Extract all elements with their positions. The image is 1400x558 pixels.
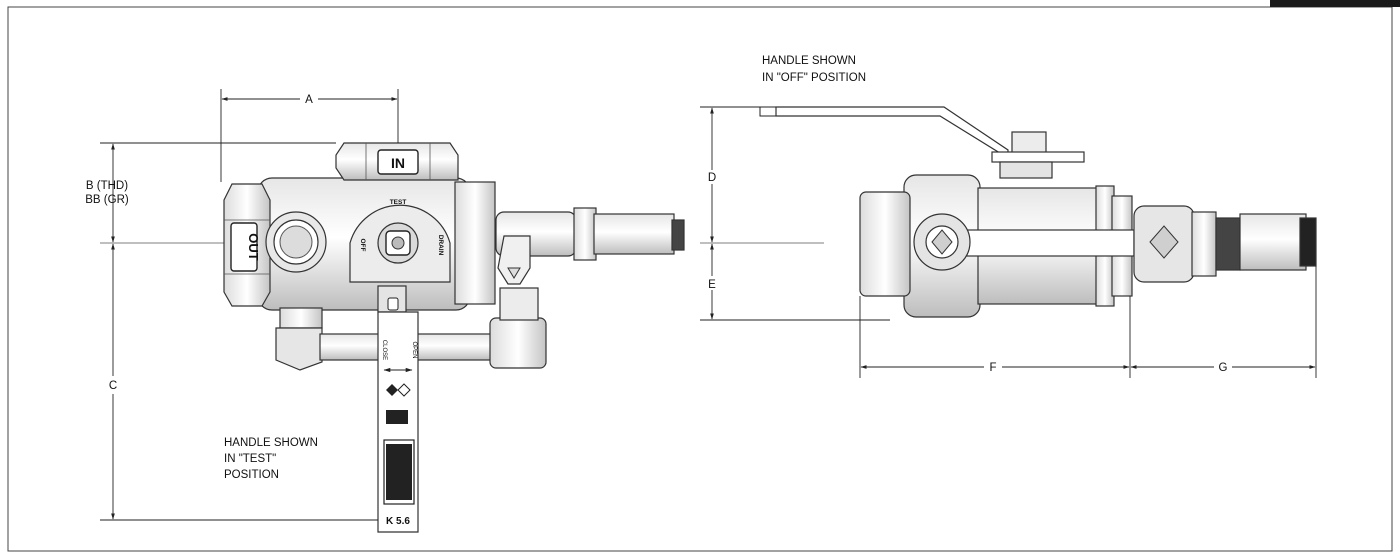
off-mark: OFF bbox=[359, 239, 366, 252]
in-mark: IN bbox=[391, 155, 405, 171]
dim-f-label: F bbox=[989, 362, 996, 374]
right-stem-bar bbox=[957, 229, 1135, 257]
off-note-line2: IN "OFF" POSITION bbox=[762, 72, 866, 84]
dim-e-label: E bbox=[708, 279, 716, 291]
dimension-f-g: F G bbox=[859, 266, 1317, 378]
dim-d-label: D bbox=[708, 172, 716, 184]
test-note-line2: IN "TEST" bbox=[224, 453, 276, 465]
test-handle: CLOSE OPEN K 5.6 bbox=[377, 285, 419, 533]
left-view: OUT IN TEST OFF DRAIN bbox=[85, 89, 685, 533]
test-note-line3: POSITION bbox=[224, 469, 279, 481]
test-handle-note: HANDLE SHOWN IN "TEST" POSITION bbox=[224, 437, 318, 481]
test-note-line1: HANDLE SHOWN bbox=[224, 437, 318, 449]
dimension-b: B (THD) BB (GR) bbox=[85, 142, 336, 243]
valve-flange bbox=[454, 181, 496, 305]
dim-b-label: B (THD) bbox=[86, 180, 128, 192]
selector-dial: TEST OFF DRAIN bbox=[349, 199, 451, 283]
dimension-d-e: D E bbox=[700, 106, 890, 321]
right-hex-end bbox=[859, 191, 911, 297]
handle-open-mark: OPEN bbox=[411, 341, 417, 358]
right-outlet bbox=[1133, 205, 1317, 283]
off-note-line1: HANDLE SHOWN bbox=[762, 55, 856, 67]
out-mark: OUT bbox=[246, 233, 261, 261]
header-tab bbox=[1270, 0, 1400, 7]
handle-close-mark: CLOSE bbox=[381, 340, 387, 360]
off-handle bbox=[759, 106, 1085, 179]
drawing-frame bbox=[7, 6, 1393, 552]
drain-mark: DRAIN bbox=[437, 235, 444, 256]
handle-kfactor: K 5.6 bbox=[386, 516, 410, 527]
right-view: D E F G HANDLE SHOWN IN "OFF" POSITION bbox=[700, 55, 1317, 378]
in-port-hex: IN bbox=[335, 142, 459, 181]
dim-bb-label: BB (GR) bbox=[85, 194, 129, 206]
dimension-a: A bbox=[220, 89, 399, 182]
dim-a-label: A bbox=[305, 94, 313, 106]
drain-outlet bbox=[495, 207, 685, 285]
off-handle-note: HANDLE SHOWN IN "OFF" POSITION bbox=[762, 55, 866, 84]
sight-glass bbox=[265, 211, 327, 273]
dim-c-label: C bbox=[109, 380, 117, 392]
dimension-c: C bbox=[100, 243, 378, 521]
out-port-hex: OUT bbox=[223, 183, 271, 307]
test-mark: TEST bbox=[390, 199, 407, 206]
dim-g-label: G bbox=[1219, 362, 1228, 374]
